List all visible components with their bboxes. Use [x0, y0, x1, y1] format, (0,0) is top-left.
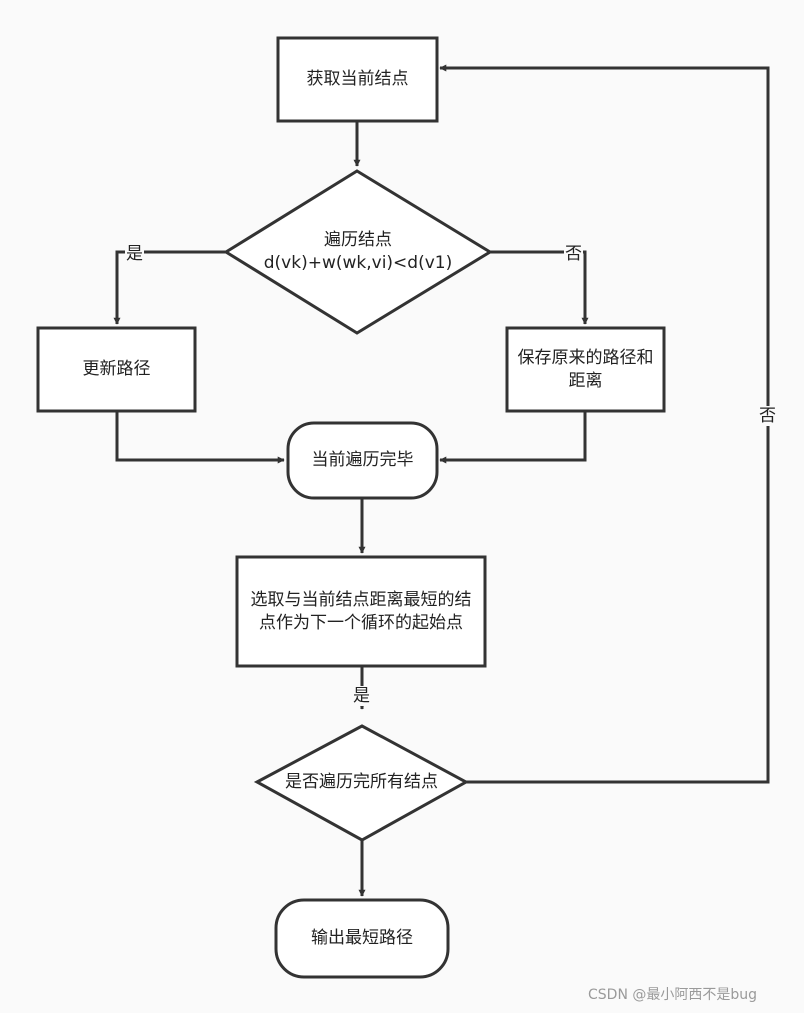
csdn-watermark: CSDN @最小阿西不是bug — [588, 987, 758, 1003]
traverse-title: 遍历结点 — [324, 230, 392, 250]
traverse-label: 遍历结点 d(vk)+w(wk,vi)<d(v1) — [240, 228, 476, 276]
all-done-label: 是否遍历完所有结点 — [285, 771, 438, 792]
edge-label-yes-left: 是 — [125, 244, 144, 264]
edge-update-to-done — [115, 411, 285, 464]
node-check-diamond — [253, 724, 470, 842]
node-get-box — [276, 36, 439, 123]
output-path-label: 输出最短路径 — [311, 928, 413, 948]
node-select-box — [235, 555, 487, 668]
edge-check-loop-no — [439, 64, 770, 784]
select-nearest-label: 选取与当前结点距离最短的结点作为下一个循环的起始点 — [250, 589, 472, 633]
node-output-terminal — [274, 898, 450, 979]
get-node-label: 获取当前结点 — [306, 69, 409, 89]
traverse-done-label: 当前遍历完毕 — [311, 450, 414, 470]
keep-original-label: 保存原来的路径和距离 — [517, 347, 654, 391]
node-done-terminal — [286, 421, 439, 500]
node-traverse-diamond — [223, 169, 493, 335]
node-update-box — [36, 326, 197, 413]
edge-keep-to-done — [439, 411, 587, 464]
update-path-label: 更新路径 — [82, 359, 151, 379]
edge-label-no-loop: 否 — [758, 406, 777, 426]
edge-label-yes-down: 是 — [352, 686, 371, 706]
edge-traverse-no — [490, 250, 589, 325]
node-keep-box — [505, 326, 666, 413]
edge-label-no-right: 否 — [564, 244, 583, 264]
edge-traverse-yes — [113, 250, 226, 325]
traverse-condition: d(vk)+w(wk,vi)<d(v1) — [263, 253, 453, 273]
